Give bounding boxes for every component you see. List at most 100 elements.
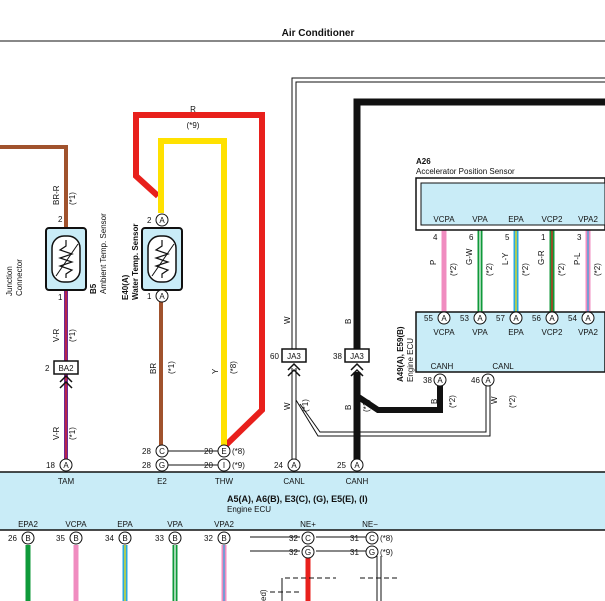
svg-text:A: A: [549, 314, 555, 323]
svg-text:G: G: [159, 461, 165, 470]
ne-plus-label: NE+: [300, 520, 316, 529]
ecu-bottom-pin: B: [217, 531, 231, 545]
ne-plus-pin-c: C: [301, 531, 315, 545]
water-brown-wire: BR: [149, 363, 158, 374]
ja3-right-junction: [344, 348, 370, 377]
a49-pin-name: VCP2: [542, 328, 563, 337]
a49-canl-wire: W: [490, 396, 499, 404]
red-wire-loop: [133, 112, 265, 448]
ecu-bottom-pin-num: 34: [105, 534, 114, 543]
ambient-top-wire: BR-R: [52, 185, 61, 205]
ja3-left-label: JA3: [287, 352, 301, 361]
ecu-bottom-pin: B: [69, 531, 83, 545]
ba2-wire-below-note: (*1): [68, 427, 77, 440]
ne-plus-num-g: 32: [289, 548, 298, 557]
ecu-bottom-pin: B: [21, 531, 35, 545]
water-sensor-id: E40(A): [121, 274, 130, 300]
ambient-bottom-note: (*1): [68, 329, 77, 342]
a49-sub: Engine ECU: [406, 338, 415, 382]
svg-text:C: C: [369, 534, 375, 543]
water-red-note: (*9): [187, 121, 200, 130]
ja3-left-wire-above: W: [283, 316, 292, 324]
ambient-top-pin: 2: [58, 215, 63, 224]
a49-canh-pin: A: [433, 373, 447, 387]
a26-wires: [441, 228, 591, 312]
ecu-top-pin-label: TAM: [58, 477, 75, 486]
a49-id: A49(A), E59(B): [396, 326, 405, 382]
svg-text:B: B: [221, 534, 226, 543]
water-sensor-name: Water Temp. Sensor: [131, 224, 140, 300]
ja3-right-wire-above: B: [344, 319, 353, 324]
a26-wire-note: (*2): [557, 263, 566, 276]
canh-wire-black: [353, 98, 605, 350]
a26-terminal-name: EPA: [508, 215, 524, 224]
ecu-top-pin-num: 28: [142, 461, 151, 470]
svg-text:A: A: [159, 292, 165, 301]
ja3-right-pin: 38: [333, 352, 342, 361]
a49-pin: A: [437, 311, 451, 325]
ne-minus-pin-g: G: [365, 545, 379, 559]
ecu-top-pin: A: [350, 458, 364, 472]
a49-pin: A: [473, 311, 487, 325]
a49-canh-wire: B: [430, 399, 439, 404]
svg-text:A: A: [485, 376, 491, 385]
ecu-bottom-pin-num: 32: [204, 534, 213, 543]
a26-wire-color: G-R: [537, 250, 546, 265]
ecu-top-pin: C: [155, 444, 169, 458]
ecu-bottom-pin-label: VPA: [167, 520, 183, 529]
a26-wire-note: (*2): [521, 263, 530, 276]
ecu-top-pin-num: 20: [204, 447, 213, 456]
ecu-bottom-pin-label: EPA2: [18, 520, 38, 529]
engine-ecu-box: [0, 471, 605, 531]
ja3-left-junction: [281, 348, 307, 377]
can-low-wire: [291, 77, 605, 460]
svg-text:I: I: [223, 461, 225, 470]
a26-id: A26: [416, 157, 431, 166]
a49-pin-name: EPA: [508, 328, 524, 337]
svg-text:A: A: [291, 461, 297, 470]
svg-text:B: B: [25, 534, 30, 543]
ecu-top-pin-num: 18: [46, 461, 55, 470]
ambient-bottom-wire: V-R: [52, 328, 61, 342]
a49-canl-pin: A: [481, 373, 495, 387]
svg-text:A: A: [441, 314, 447, 323]
a26-wire-color: P: [429, 260, 438, 265]
canh-wire-a49: [355, 384, 443, 413]
ecu-top-pin-label: CANL: [283, 477, 305, 486]
a49-pin-name: VPA: [472, 328, 488, 337]
ecu-top-pin: I: [217, 458, 231, 472]
yellow-wire-thw: [158, 138, 227, 448]
ecu-top-pin-num: 24: [274, 461, 283, 470]
ja3-right-label: JA3: [350, 352, 364, 361]
a49-canl-note: (*2): [508, 395, 517, 408]
a26-terminal-pin: 5: [505, 233, 510, 242]
ecu-top-pin: G: [155, 458, 169, 472]
svg-text:E: E: [221, 447, 226, 456]
svg-text:G: G: [305, 548, 311, 557]
bottom-fragment-text: ed): [259, 589, 268, 601]
ecu-bottom-pin-label: VPA2: [214, 520, 234, 529]
svg-text:A: A: [159, 216, 165, 225]
ja3-right-note: (*1): [362, 399, 371, 412]
water-red-wire: R: [190, 105, 196, 114]
a49-pin-num: 53: [460, 314, 469, 323]
ambient-top-note: (*1): [68, 192, 77, 205]
junction-text-1: Junction: [5, 266, 14, 296]
a49-canl-label: CANL: [492, 362, 514, 371]
bottom-wires: [25, 536, 400, 601]
water-temp-sensor: [141, 227, 183, 291]
a49-canh-label: CANH: [431, 362, 454, 371]
a26-wire-note: (*2): [449, 263, 458, 276]
ecu-top-pin-label: E2: [157, 477, 167, 486]
svg-text:C: C: [159, 447, 165, 456]
ecu-bottom-pin-num: 33: [155, 534, 164, 543]
a49-pin: A: [581, 311, 595, 325]
a49-pin-name: VCPA: [433, 328, 455, 337]
ecu-top-pins: A18TAMC28E2G28E20(*8)THWI20(*9)A24CANLA2…: [46, 444, 369, 486]
ne-minus-note-g: (*9): [380, 548, 393, 557]
ja3-left-pin: 60: [270, 352, 279, 361]
a49-canh-num: 38: [423, 376, 432, 385]
